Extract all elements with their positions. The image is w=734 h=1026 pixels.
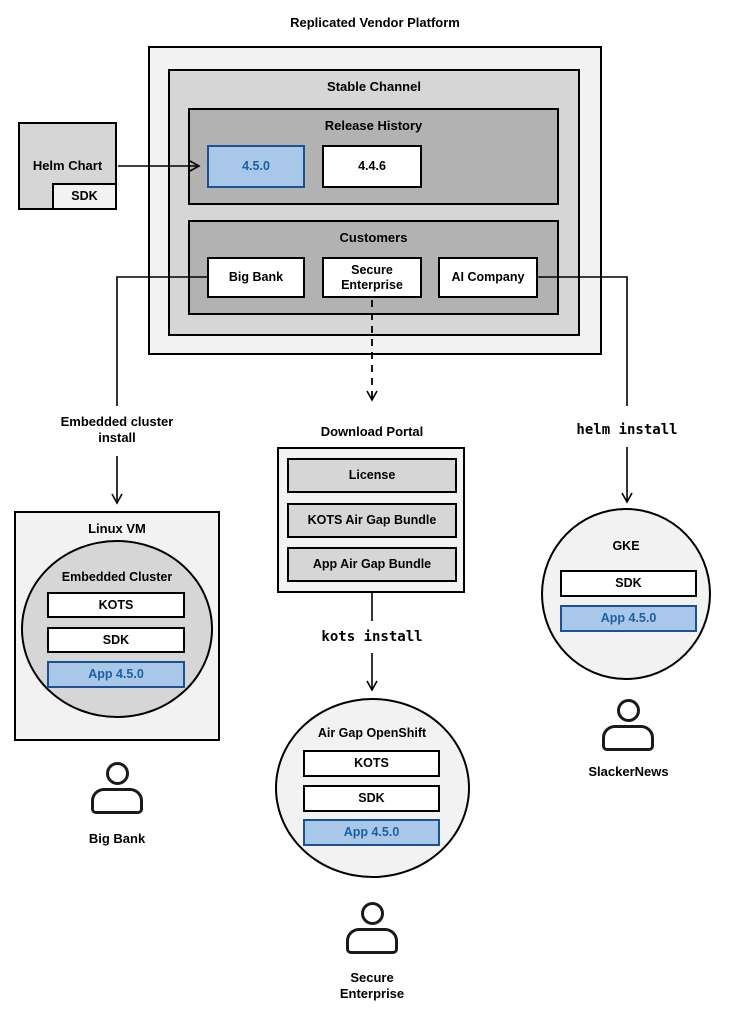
- secure-enterprise-persona-label: Secure Enterprise: [339, 970, 405, 1002]
- slackernews-persona-label: SlackerNews: [588, 764, 669, 779]
- license-box: License: [287, 458, 457, 493]
- linux-vm-label: Linux VM: [88, 521, 146, 536]
- embedded-sdk-box: SDK: [47, 627, 185, 653]
- person-body-icon: [91, 788, 143, 814]
- release-4-5-0: 4.5.0: [207, 145, 305, 188]
- gke-sdk-box: SDK: [560, 570, 697, 597]
- helm-chart-sdk-box: SDK: [52, 183, 117, 210]
- person-body-icon: [602, 725, 654, 751]
- download-portal-label: Download Portal: [320, 424, 424, 439]
- embedded-app-box: App 4.5.0: [47, 661, 185, 688]
- kots-install-command: kots install: [321, 629, 423, 645]
- customers-label: Customers: [339, 230, 408, 245]
- release-4-4-6: 4.4.6: [322, 145, 422, 188]
- embedded-kots-box: KOTS: [47, 592, 185, 618]
- helm-install-command: helm install: [576, 422, 678, 438]
- gke-app-box: App 4.5.0: [560, 605, 697, 632]
- person-head-icon: [105, 762, 129, 785]
- kots-air-gap-bundle-box: KOTS Air Gap Bundle: [287, 503, 457, 538]
- helm-chart-label: Helm Chart: [32, 157, 103, 173]
- stable-channel-label: Stable Channel: [327, 79, 421, 94]
- gke-label: GKE: [612, 539, 640, 553]
- customer-secure-enterprise: Secure Enterprise: [322, 257, 422, 298]
- airgap-app-box: App 4.5.0: [303, 819, 440, 846]
- app-air-gap-bundle-box: App Air Gap Bundle: [287, 547, 457, 582]
- person-head-icon: [360, 902, 384, 925]
- platform-title: Replicated Vendor Platform: [290, 15, 460, 30]
- big-bank-person-icon: [87, 762, 147, 814]
- airgap-sdk-box: SDK: [303, 785, 440, 812]
- person-body-icon: [346, 928, 398, 954]
- air-gap-openshift-label: Air Gap OpenShift: [317, 726, 427, 740]
- slackernews-person-icon: [598, 699, 658, 751]
- person-head-icon: [616, 699, 640, 722]
- embedded-cluster-label: Embedded Cluster: [61, 570, 173, 584]
- customer-big-bank: Big Bank: [207, 257, 305, 298]
- customer-ai-company: AI Company: [438, 257, 538, 298]
- embedded-cluster-install-label: Embedded cluster install: [60, 414, 174, 446]
- secure-enterprise-person-icon: [342, 902, 402, 954]
- airgap-kots-box: KOTS: [303, 750, 440, 777]
- big-bank-persona-label: Big Bank: [88, 831, 146, 846]
- release-history-label: Release History: [324, 118, 423, 133]
